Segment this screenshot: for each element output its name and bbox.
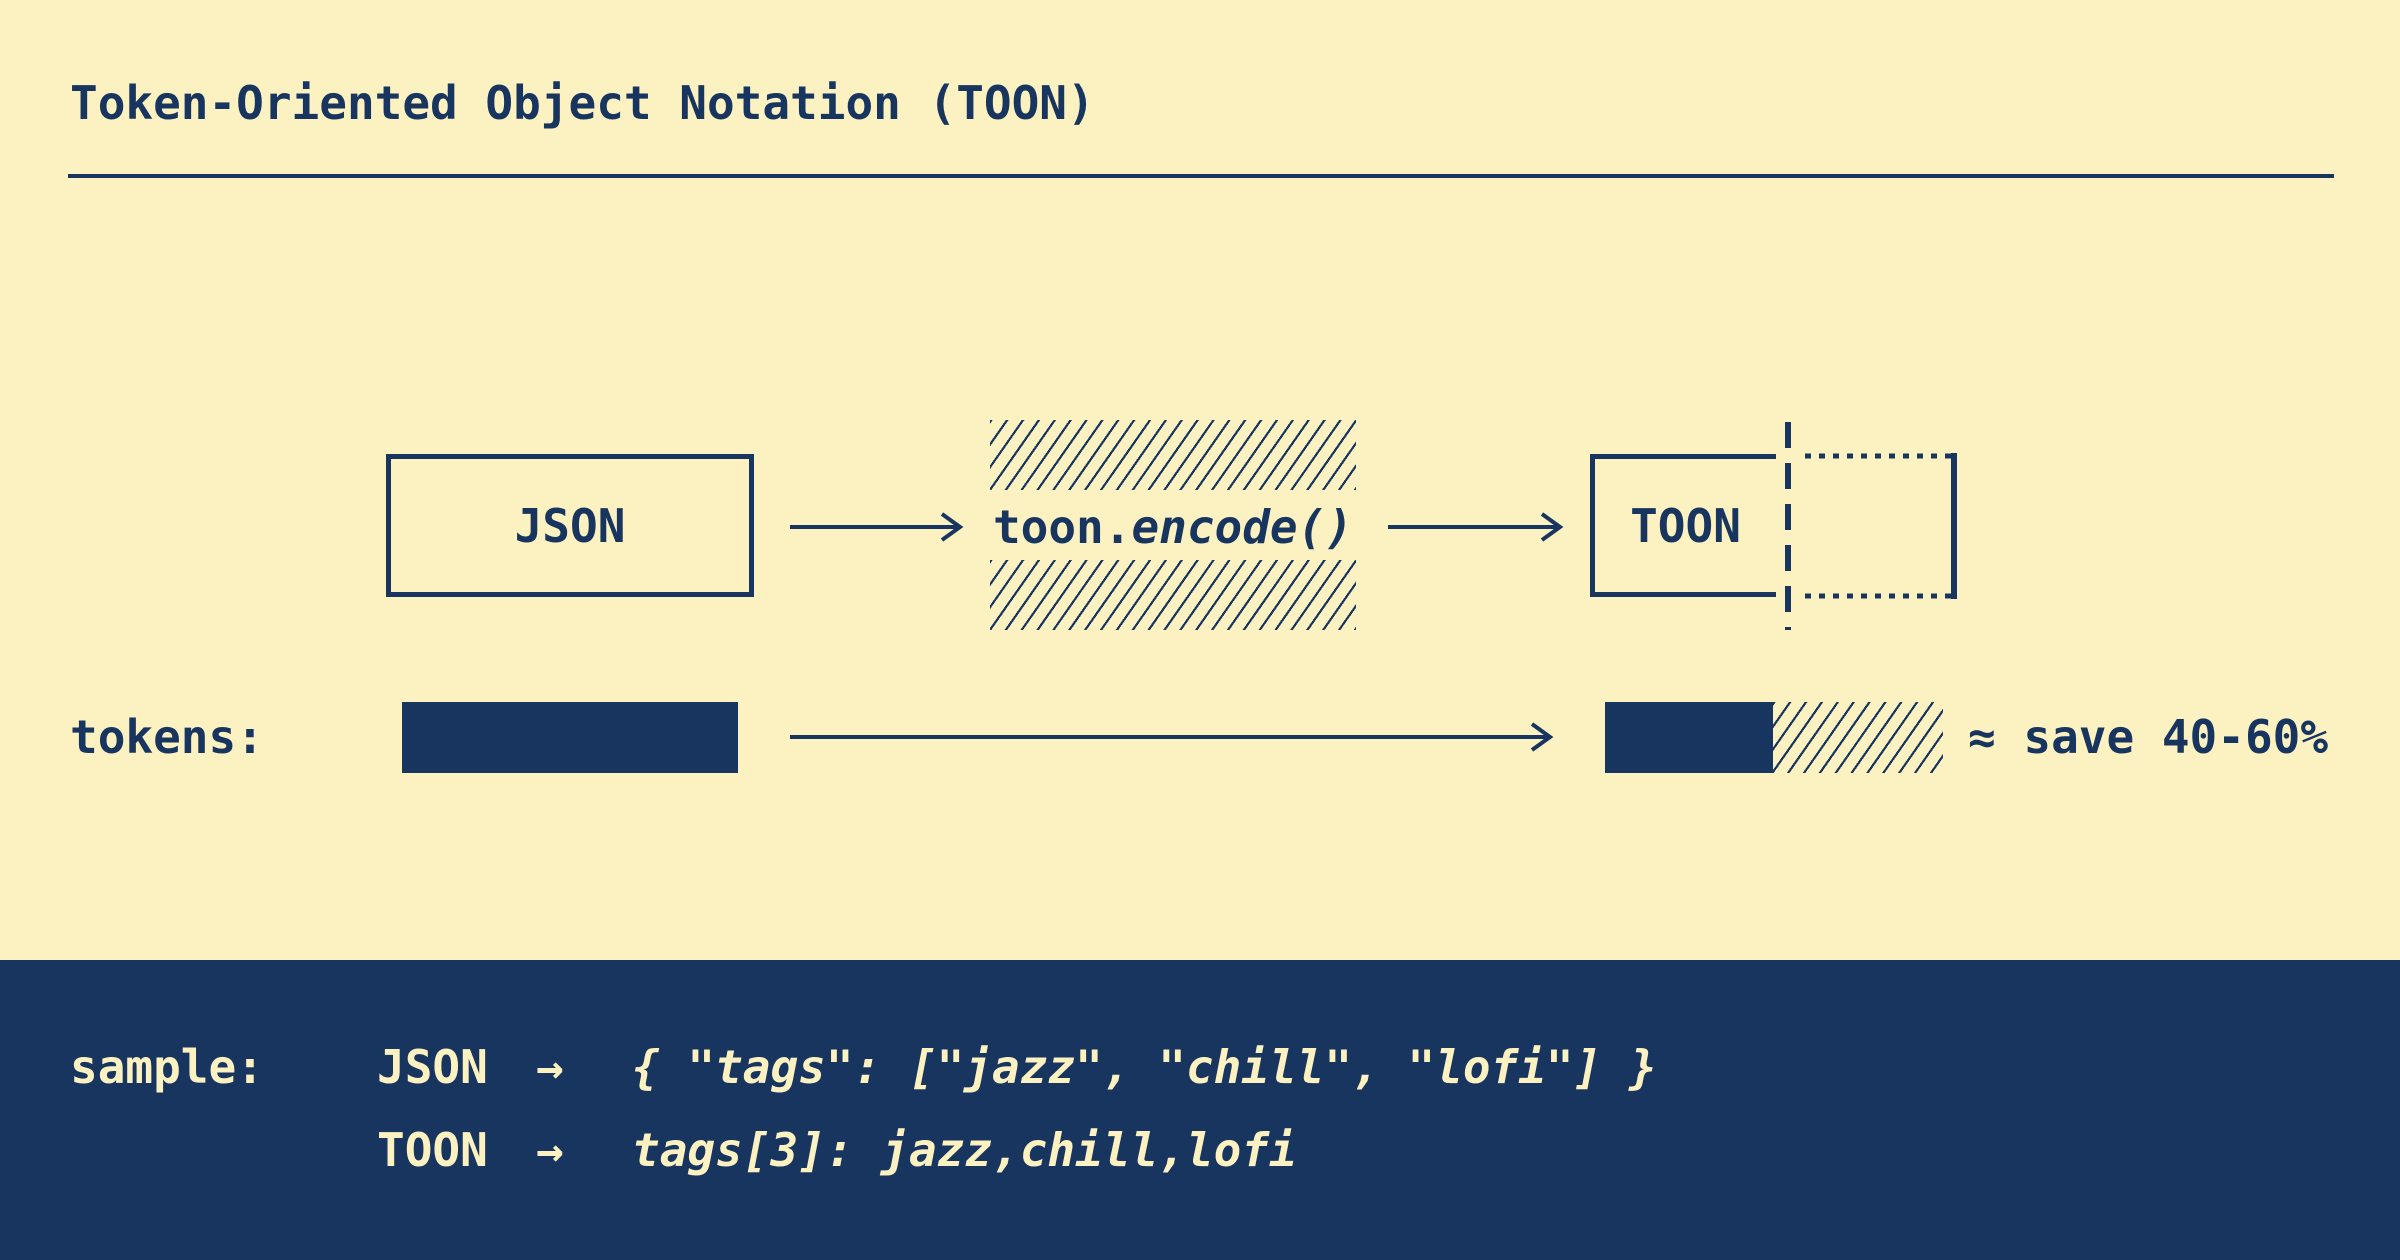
encoder-label-prefix: toon. [992,500,1132,554]
trimmed-dotted-box [1805,453,1957,599]
sample-label: sample: [70,1040,264,1094]
sample-row-code: tags[3]: jazz,chill,lofi [632,1123,1297,1177]
sample-section: sample: JSON → { "tags": ["jazz", "chill… [0,960,2400,1260]
toon-token-bar-saved [1773,702,1943,773]
page-title: Token-Oriented Object Notation (TOON) [70,76,1095,130]
encoder-hatch-bottom [990,560,1356,630]
json-input-box: JSON [386,454,754,597]
json-input-label: JSON [514,498,626,553]
json-token-bar [402,702,738,773]
arrow-json-to-encoder [790,512,964,542]
cut-dashed-line [1785,422,1791,630]
sample-row-format: JSON [377,1040,488,1094]
savings-note: ≈ save 40-60% [1968,710,2329,764]
arrow-right-icon: → [536,1040,564,1094]
arrow-encoder-to-toon [1388,512,1564,542]
arrow-token-savings [790,722,1554,752]
sample-row-format: TOON [377,1123,488,1177]
toon-output-box: TOON [1590,454,1776,597]
toon-token-bar-solid [1605,702,1773,773]
toon-output-label: TOON [1630,498,1741,553]
encoder-label-call: encode() [1131,500,1354,554]
title-divider [68,174,2334,178]
sample-row-code: { "tags": ["jazz", "chill", "lofi"] } [632,1040,1657,1094]
encoder-hatch-top [990,420,1356,490]
arrow-right-icon: → [536,1123,564,1177]
encoder-label: toon.encode() [990,500,1356,554]
tokens-row-label: tokens: [70,710,264,764]
